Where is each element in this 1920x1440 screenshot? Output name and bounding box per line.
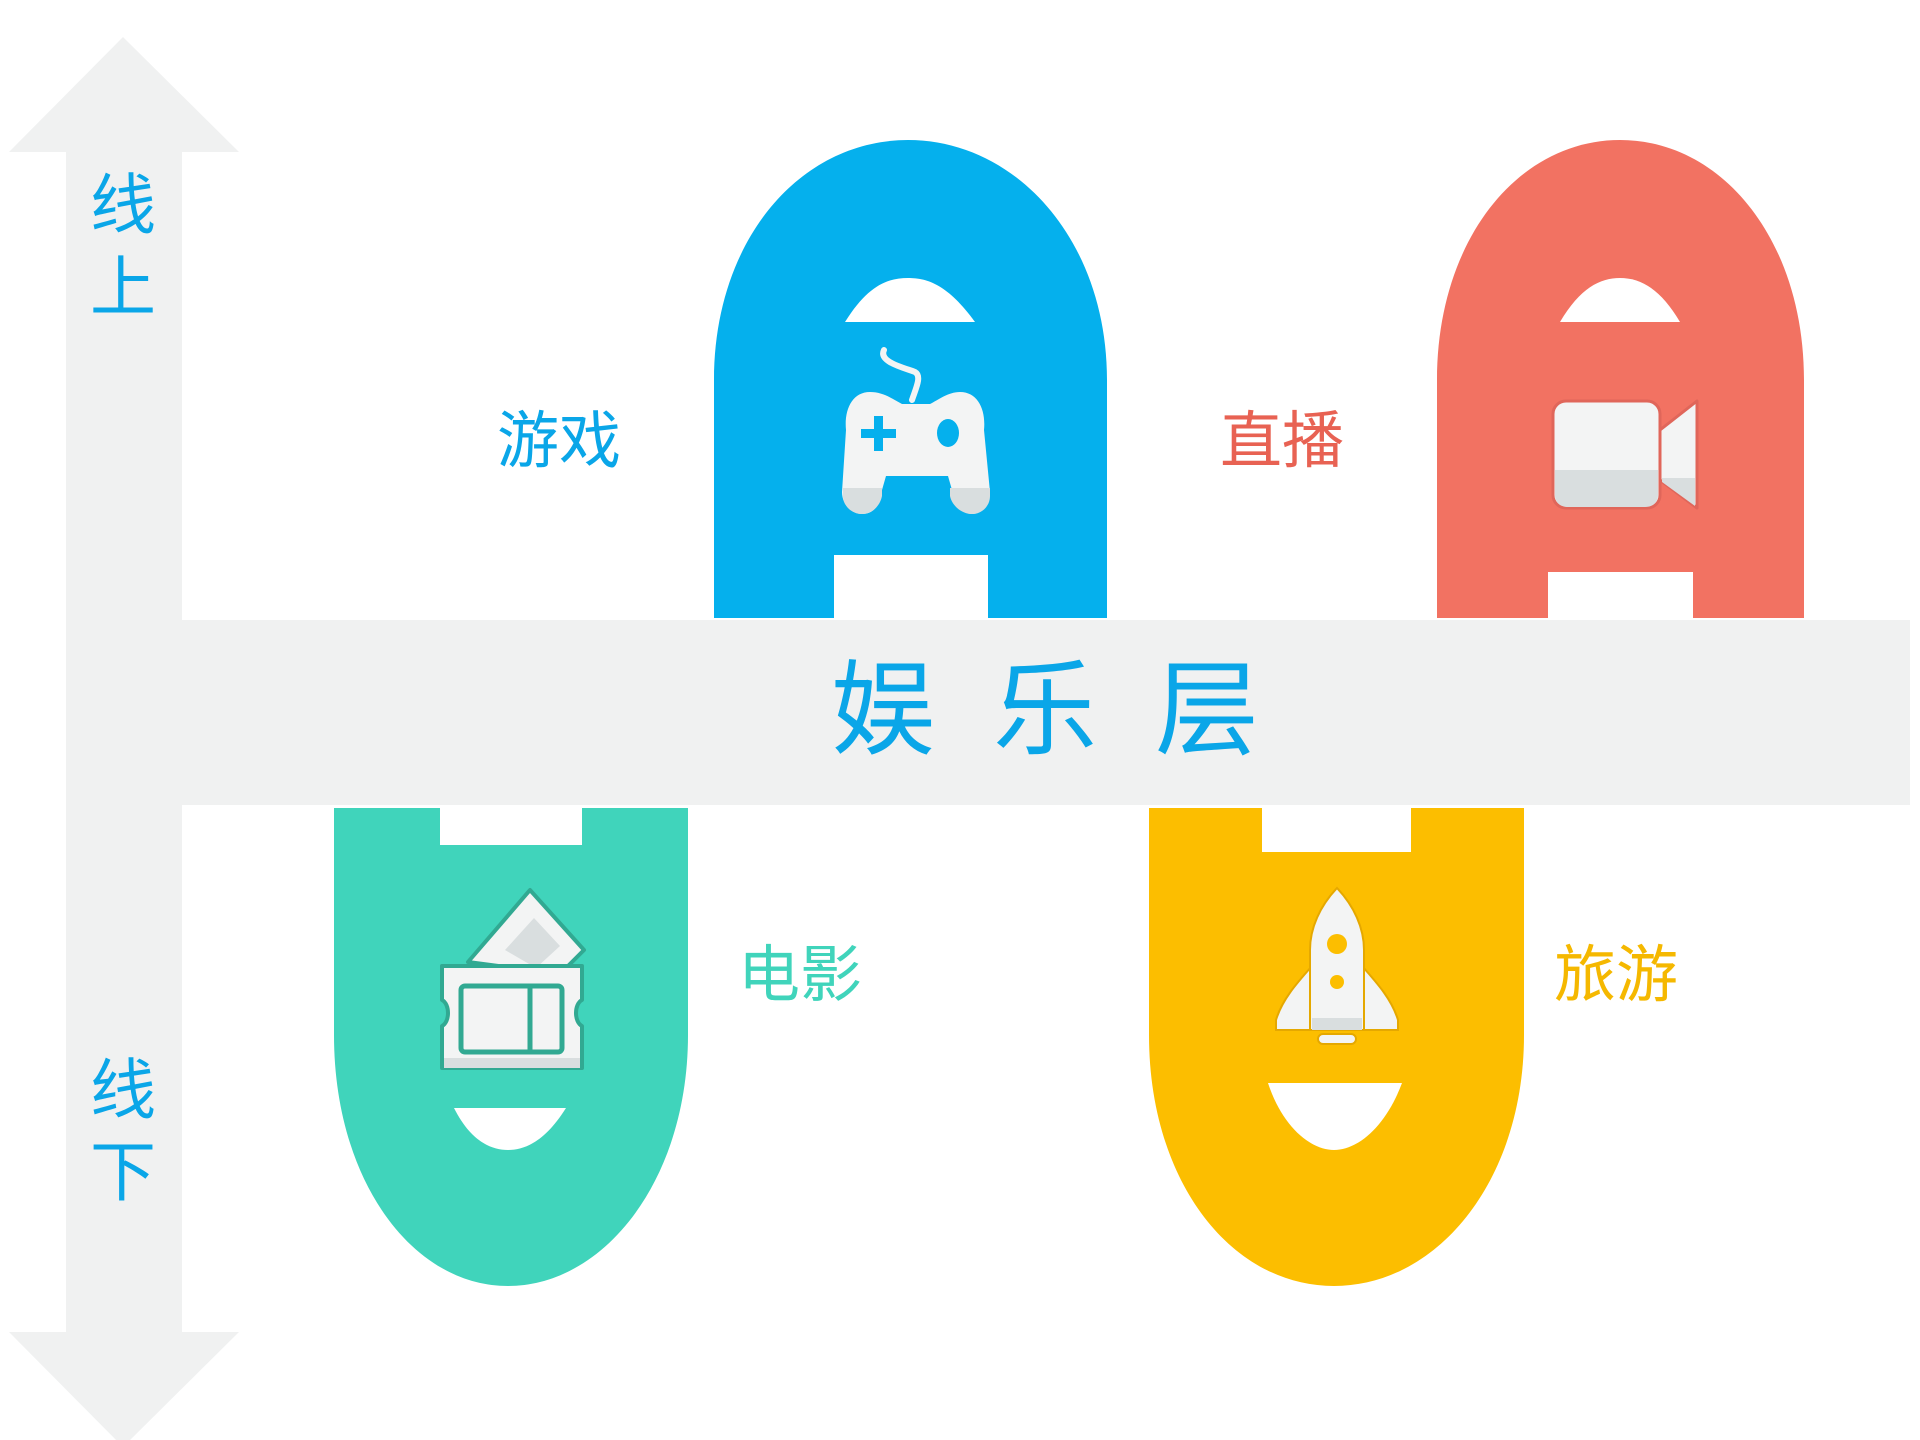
- game-arch: [714, 140, 1107, 618]
- ticket-icon: [440, 888, 586, 1070]
- gamepad-icon: [842, 347, 990, 514]
- live-arch-window: [1560, 278, 1680, 322]
- game-arch-window: [845, 278, 975, 322]
- vertical-double-arrow: [9, 37, 239, 1440]
- axis-label-offline: 线下: [90, 1052, 156, 1211]
- label-movie: 电影: [738, 938, 863, 1011]
- band-title: 娱乐层: [830, 649, 1317, 771]
- game-arch-shape: [714, 140, 1107, 618]
- axis-arrow-shape: [9, 37, 239, 1440]
- video-camera-icon: [1551, 399, 1699, 510]
- movie-arch: [334, 808, 688, 1286]
- live-arch: [1437, 140, 1804, 618]
- entertainment-band: [180, 620, 1910, 805]
- live-arch-shape: [1437, 140, 1804, 618]
- travel-arch-shape: [1149, 808, 1524, 1286]
- rocket-icon: [1275, 886, 1399, 1045]
- label-travel: 旅游: [1554, 938, 1679, 1011]
- travel-arch-smile: [1268, 1083, 1402, 1150]
- axis-label-online: 线上: [90, 167, 156, 326]
- travel-arch: [1149, 808, 1524, 1286]
- label-live: 直播: [1220, 404, 1345, 477]
- movie-arch-smile: [454, 1108, 566, 1150]
- label-game: 游戏: [497, 404, 622, 477]
